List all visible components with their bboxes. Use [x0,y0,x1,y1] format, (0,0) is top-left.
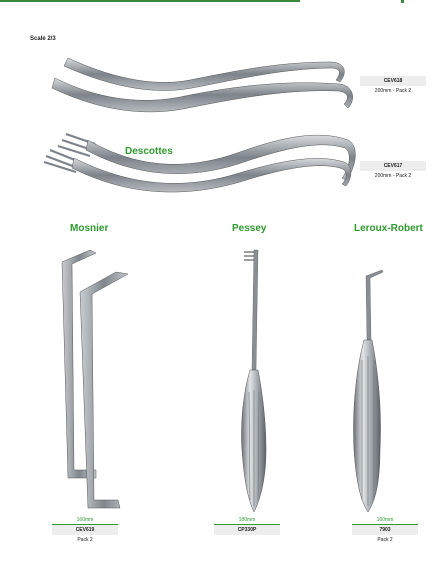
product-heading-pessey: Pessey [232,223,267,234]
product-code: CEV618 [360,76,426,86]
product-cev619-label: 160mm CEV619 Pack 2 [52,517,118,543]
retractor-cev617 [43,132,356,193]
product-heading-leroux-robert: Leroux-Robert [354,223,423,234]
product-heading-mosnier: Mosnier [70,223,109,234]
retractor-cp330p [241,249,267,513]
header-rule [0,0,300,2]
product-size: 160mm [52,517,118,525]
retractor-7903 [353,269,384,513]
product-7903-label: 160mm 7903 Pack 2 [352,517,418,543]
product-code: CEV619 [52,525,118,535]
product-code: 7903 [352,525,418,535]
retractor-cev618 [51,57,353,113]
header-mark [401,0,404,3]
scale-label: Scale 2/3 [30,36,56,42]
product-size: 180mm [214,517,280,525]
product-cp330p-label: 180mm CP330P [214,517,280,535]
product-code: CP330P [214,525,280,535]
product-description: Pack 2 [77,537,93,543]
product-cev618-label: CEV618 200mm - Pack 2 [360,76,426,94]
product-heading-descottes: Descottes [125,146,173,157]
product-size: 160mm [352,517,418,525]
product-description: 200mm - Pack 2 [374,173,412,179]
product-code: CEV617 [360,161,426,171]
product-description: 200mm - Pack 2 [374,88,412,94]
retractor-cev619 [61,249,129,509]
product-cev617-label: CEV617 200mm - Pack 2 [360,161,426,179]
product-description: Pack 2 [377,537,393,543]
